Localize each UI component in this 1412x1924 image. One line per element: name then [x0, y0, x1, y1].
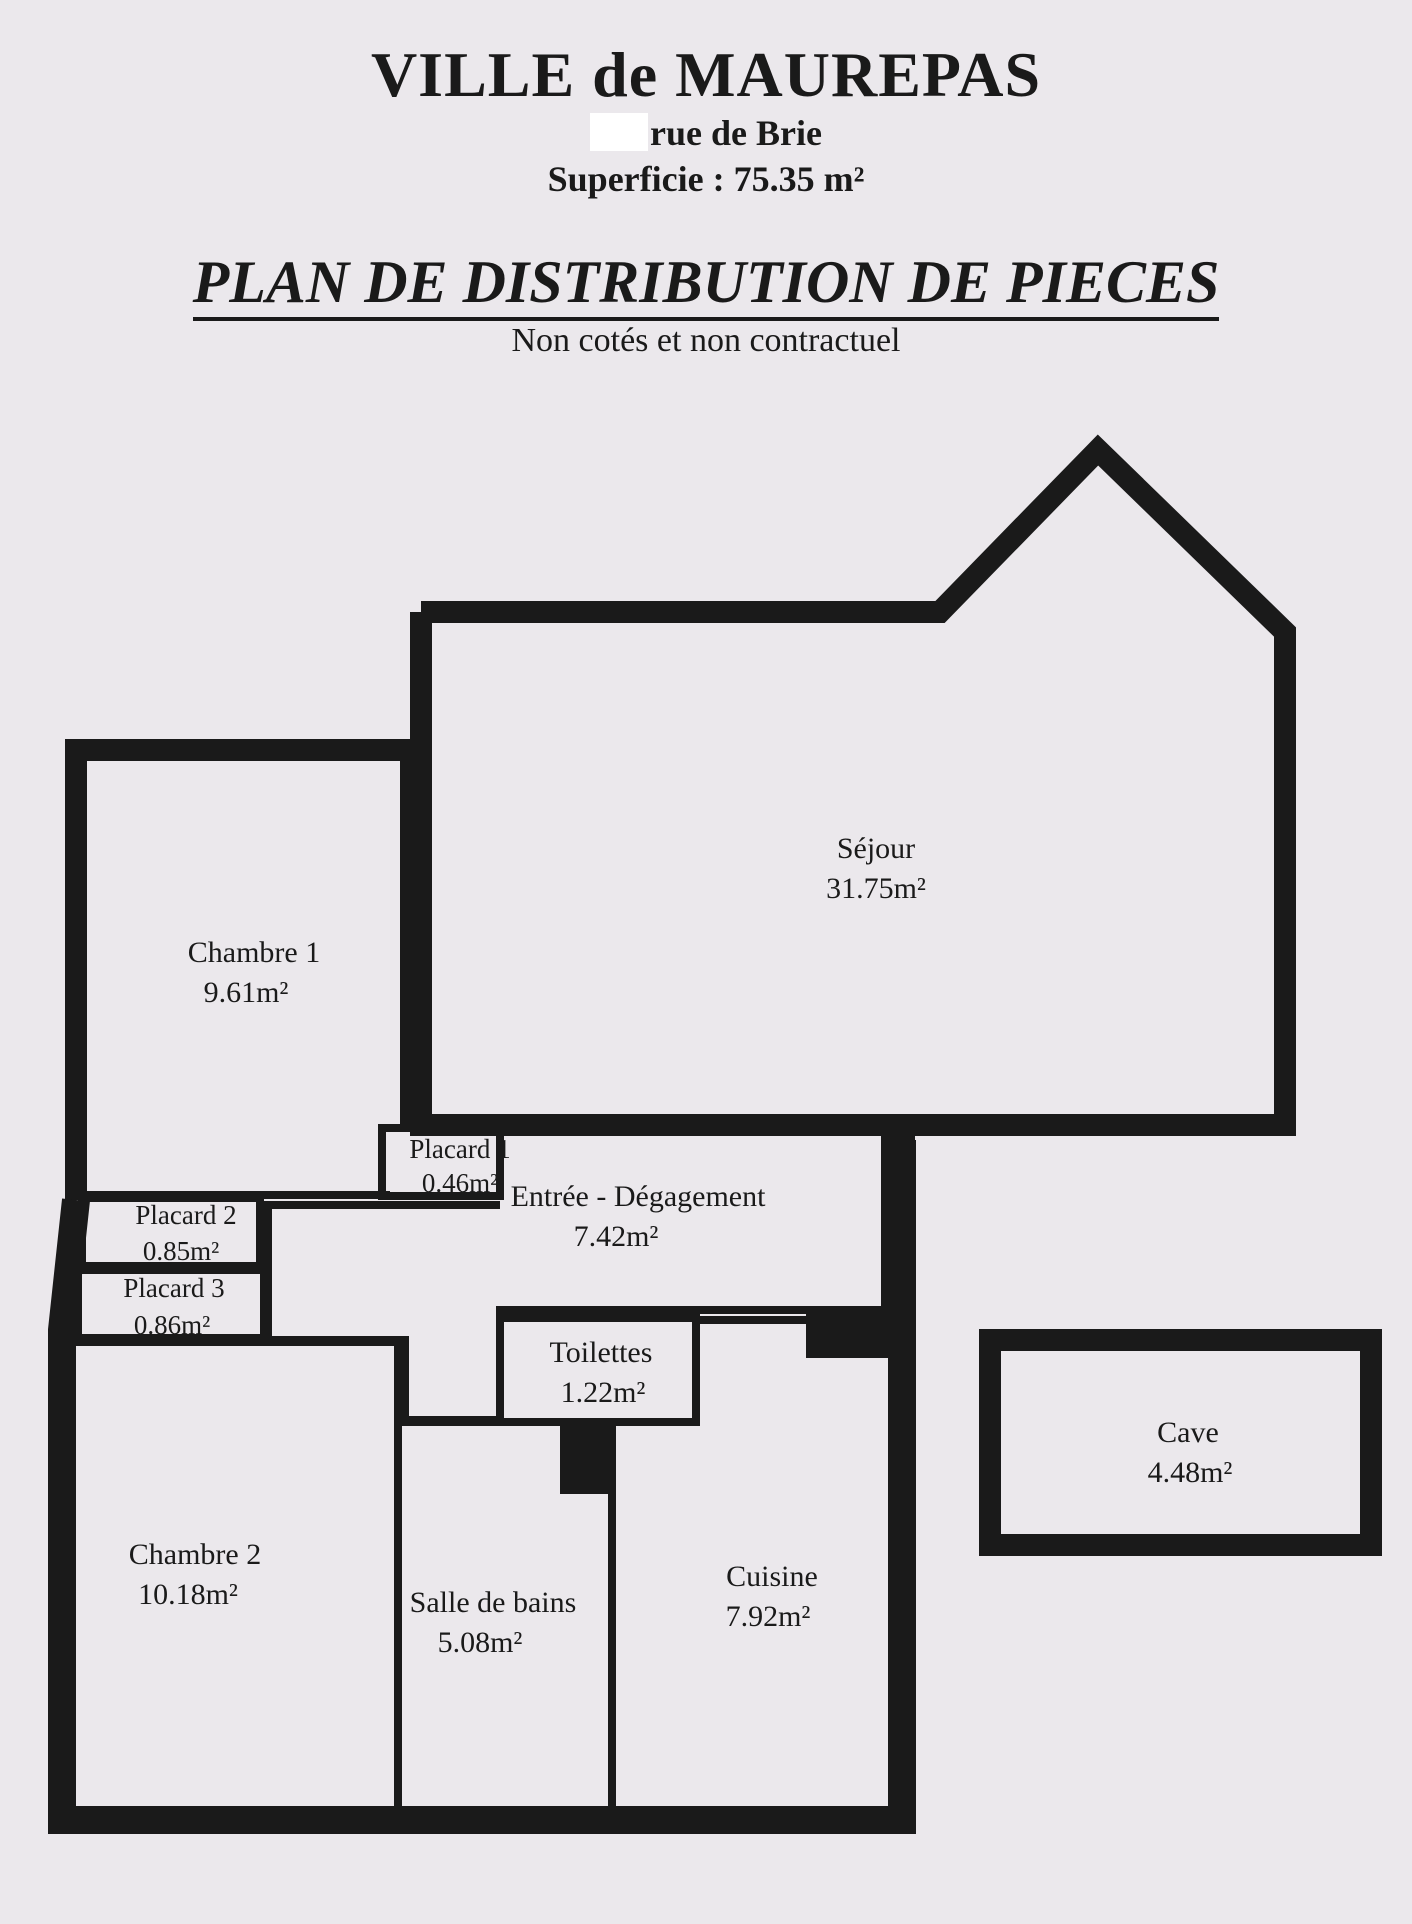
placard1-name: Placard 1 [409, 1134, 510, 1164]
outer-west-wall [48, 1140, 916, 1834]
placard3-name: Placard 3 [123, 1273, 224, 1303]
sdb-name: Salle de bains [410, 1586, 577, 1619]
cuisine-corner-block [806, 1310, 896, 1358]
cuisine-wall [692, 1316, 806, 1422]
duct-block [560, 1422, 610, 1494]
toilettes-name: Toilettes [550, 1336, 653, 1369]
chambre1-outer-wall [65, 739, 421, 1200]
city-title: VILLE de MAUREPAS [370, 39, 1042, 110]
walls [48, 434, 1382, 1834]
chambre2-name: Chambre 2 [129, 1538, 261, 1571]
sdb-area: 5.08m² [438, 1626, 523, 1659]
street-name: rue de Brie [650, 113, 822, 153]
placard2-area: 0.85m² [143, 1236, 219, 1266]
toilettes-area: 1.22m² [561, 1376, 646, 1409]
chambre1-name: Chambre 1 [188, 936, 320, 969]
sejour-name: Séjour [837, 832, 915, 865]
entree-corner-block [885, 1125, 915, 1310]
cave-area: 4.48m² [1148, 1456, 1233, 1489]
chambre2-area: 10.18m² [138, 1578, 238, 1611]
sejour-area: 31.75m² [826, 872, 926, 905]
cuisine-name: Cuisine [726, 1560, 818, 1593]
placard1-wall [378, 1124, 504, 1200]
street-address: rue de Brie [0, 112, 1412, 154]
entree-area: 7.42m² [574, 1220, 659, 1253]
chambre1-area: 9.61m² [204, 976, 289, 1009]
plan-title: PLAN DE DISTRIBUTION DE PIECES [0, 248, 1412, 321]
placard2-name: Placard 2 [135, 1200, 236, 1230]
plan-title-text: PLAN DE DISTRIBUTION DE PIECES [192, 249, 1220, 321]
placard1-area: 0.46m² [422, 1168, 498, 1198]
redacted-number [590, 113, 649, 151]
total-area: Superficie : 75.35 m² [547, 159, 865, 199]
placard3-area: 0.86m² [134, 1310, 210, 1340]
entree-name: Entrée - Dégagement [511, 1180, 767, 1213]
sdb-wall [398, 1418, 616, 1812]
sejour-wall [410, 434, 1296, 1136]
plan-subtitle: Non cotés et non contractuel [511, 322, 901, 359]
chambre2-wall [72, 1338, 402, 1810]
cave-wall [979, 1329, 1382, 1556]
wall-fills [560, 1125, 915, 1494]
cave-name: Cave [1157, 1416, 1219, 1449]
cuisine-area: 7.92m² [726, 1600, 811, 1633]
